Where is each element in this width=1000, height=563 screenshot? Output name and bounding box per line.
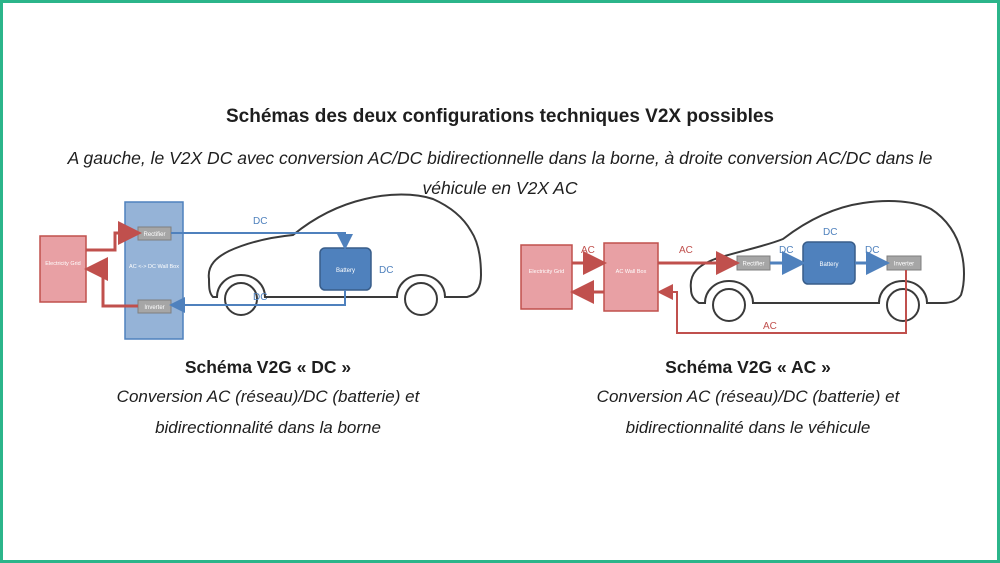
caption-dc-line2: bidirectionnalité dans la borne — [155, 418, 381, 437]
battery-label: Battery — [336, 268, 355, 274]
caption-dc: Schéma V2G « DC » Conversion AC (réseau)… — [58, 355, 478, 443]
figure-title: Schémas des deux configurations techniqu… — [226, 106, 774, 127]
battery-label-ac: Battery — [819, 262, 838, 268]
v2x-diagrams: Electricity Grid AC <-> DC Wall Box Rect… — [39, 193, 965, 340]
inverter-label: Inverter — [144, 305, 164, 311]
ac-line-inverter-to-wallbox — [657, 270, 907, 334]
caption-ac-title: Schéma V2G « AC » — [665, 357, 831, 377]
wallbox-ac — [603, 242, 659, 312]
wheel-left-rear — [404, 282, 438, 316]
caption-ac-line1: Conversion AC (réseau)/DC (batterie) et — [596, 387, 900, 406]
ac-line-grid-to-rectifier — [86, 221, 142, 252]
label-dc-top-ac: DC — [823, 227, 837, 238]
figure-subtitle: A gauche, le V2X DC avec conversion AC/D… — [67, 148, 933, 198]
label-dc-right: DC — [865, 245, 879, 256]
wheel-left-front — [224, 282, 258, 316]
wallbox-label: AC <-> DC Wall Box — [129, 264, 179, 270]
label-dc-top: DC — [253, 216, 267, 227]
grid-label: Electricity Grid — [45, 261, 80, 267]
caption-ac-line2: bidirectionnalité dans le véhicule — [625, 418, 871, 437]
rectifier-label-ac: Rectifier — [742, 262, 764, 268]
inverter-label-ac: Inverter — [894, 262, 914, 268]
label-dc-left: DC — [779, 245, 793, 256]
caption-ac: Schéma V2G « AC » Conversion AC (réseau)… — [538, 355, 958, 443]
diagram-dc: Electricity Grid AC <-> DC Wall Box Rect… — [39, 193, 483, 340]
diagram-ac: Electricity Grid AC Wall Box Rectifier B… — [520, 200, 965, 334]
ac-line-inverter-to-grid — [84, 257, 138, 308]
caption-dc-title: Schéma V2G « DC » — [184, 357, 352, 377]
caption-dc-line1: Conversion AC (réseau)/DC (batterie) et — [116, 387, 420, 406]
label-ac-in: AC — [581, 245, 595, 256]
electricity-grid-box-ac — [520, 244, 573, 310]
rectifier-label: Rectifier — [143, 232, 165, 238]
electricity-grid-box — [39, 235, 87, 303]
label-dc-bottom: DC — [253, 292, 267, 303]
grid-label-ac: Electricity Grid — [529, 269, 564, 275]
dc-line-rectifier-to-battery — [171, 232, 353, 250]
wheel-right-rear — [886, 288, 920, 322]
label-ac-bottom: AC — [763, 321, 777, 332]
dc-line-battery-to-inverter — [169, 290, 346, 313]
label-dc-battery: DC — [379, 265, 393, 276]
wallbox-dc — [124, 201, 184, 340]
wheel-right-front — [712, 288, 746, 322]
label-ac-mid: AC — [679, 245, 693, 256]
wallbox-label-ac: AC Wall Box — [616, 269, 647, 275]
